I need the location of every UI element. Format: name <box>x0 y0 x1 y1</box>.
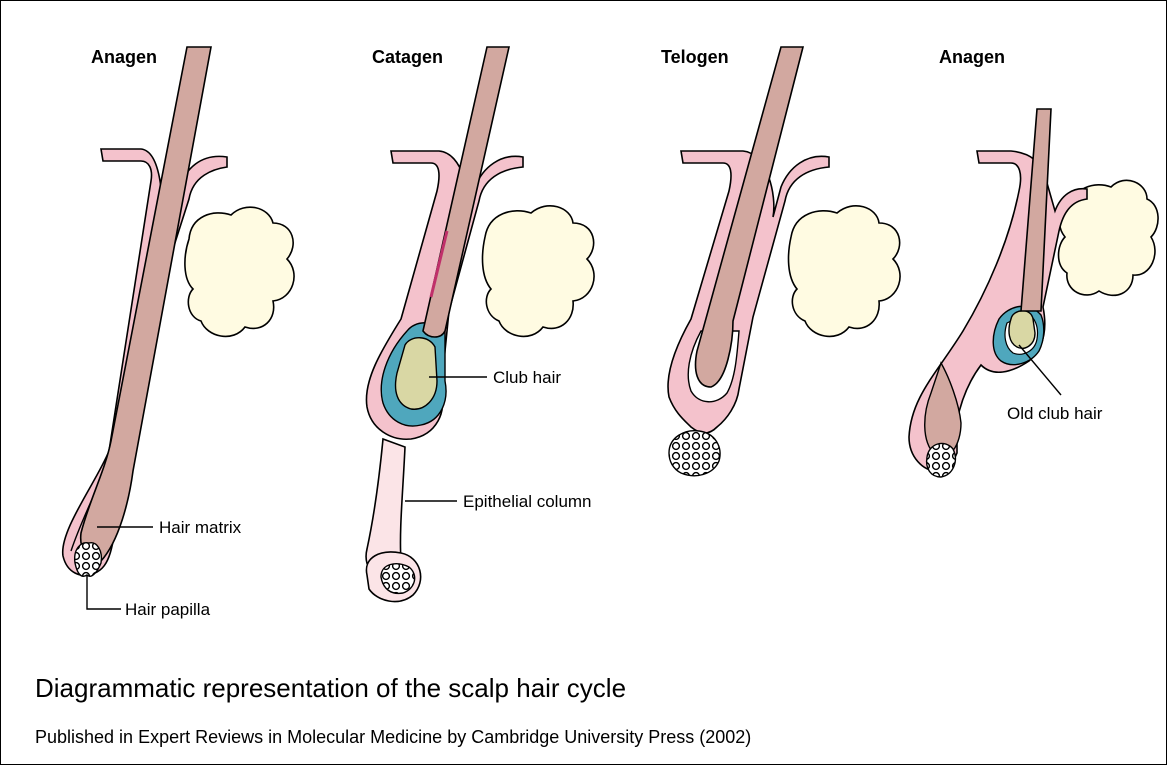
label-hair-matrix: Hair matrix <box>159 518 242 537</box>
stage-label: Anagen <box>939 47 1005 67</box>
stage-catagen <box>366 47 594 602</box>
label-old-club-hair: Old club hair <box>1007 404 1103 423</box>
hair-papilla <box>669 431 720 476</box>
stage-telogen <box>668 47 900 476</box>
hair-papilla <box>381 564 415 594</box>
sebaceous-gland <box>483 206 595 337</box>
caption-title: Diagrammatic representation of the scalp… <box>35 673 626 704</box>
hair-papilla <box>75 543 102 577</box>
caption-source: Published in Expert Reviews in Molecular… <box>35 727 751 748</box>
stage-label: Telogen <box>661 47 729 67</box>
stage-label: Anagen <box>91 47 157 67</box>
label-club-hair: Club hair <box>493 368 561 387</box>
sebaceous-gland <box>185 207 294 336</box>
hair-papilla <box>927 443 956 477</box>
label-hair-papilla: Hair papilla <box>125 600 211 619</box>
old-club-hair <box>1009 311 1035 349</box>
stage-label: Catagen <box>372 47 443 67</box>
label-epithelial-column: Epithelial column <box>463 492 592 511</box>
sebaceous-gland <box>789 206 901 337</box>
